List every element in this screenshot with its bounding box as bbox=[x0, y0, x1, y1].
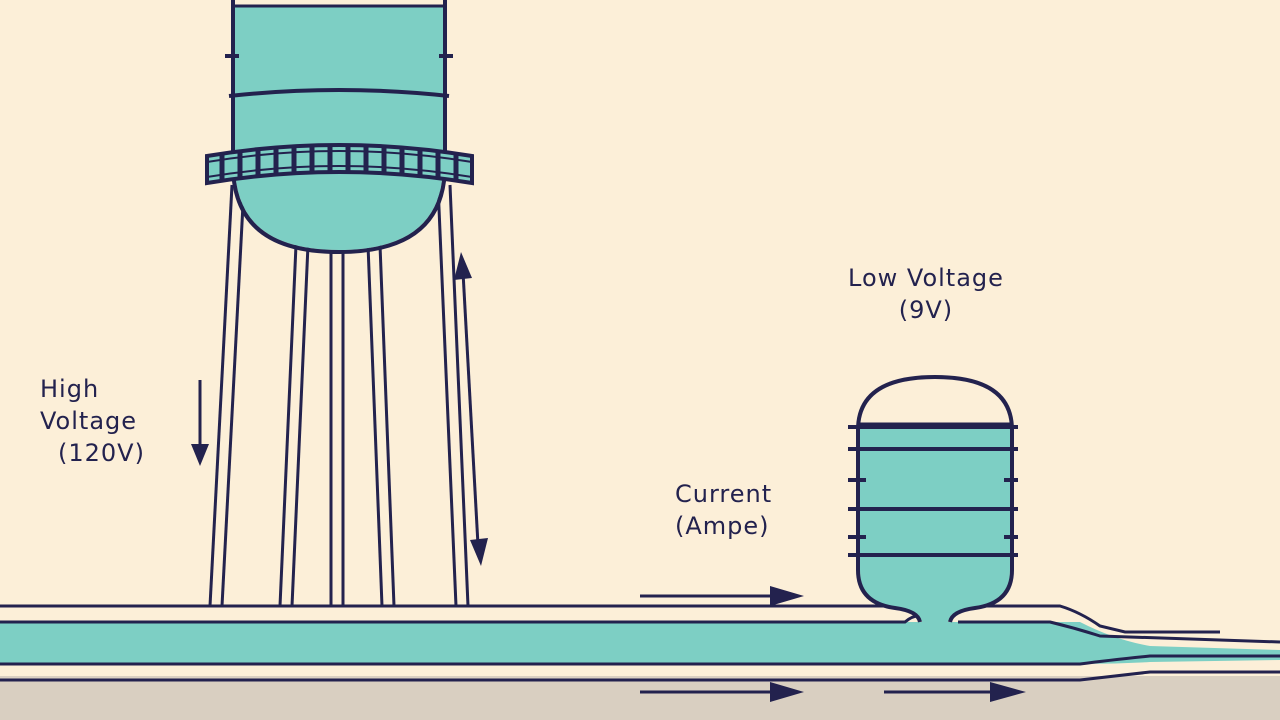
tank-bands-low bbox=[848, 425, 1018, 557]
arrow-flow-bottom-1 bbox=[640, 682, 804, 702]
low-voltage-label-line1: Low Voltage bbox=[848, 264, 1004, 292]
tank-body-low bbox=[856, 374, 1014, 623]
low-voltage-label-line2: (9V) bbox=[898, 296, 954, 324]
current-label-line2: (Ampe) bbox=[675, 512, 770, 540]
arrow-current-top bbox=[640, 586, 804, 606]
tank-water-low bbox=[860, 424, 1010, 622]
arrow-flow-bottom-2 bbox=[884, 682, 1026, 702]
tank-bands-high bbox=[225, 54, 453, 98]
tank-water-high bbox=[235, 6, 443, 250]
arrow-tower-height bbox=[454, 252, 488, 566]
tank-body-high bbox=[231, 0, 447, 255]
high-voltage-label-line3: (120V) bbox=[58, 439, 145, 467]
arrow-high-voltage-down bbox=[191, 380, 209, 466]
current-label: Current (Ampe) bbox=[675, 478, 772, 542]
ground bbox=[0, 676, 1280, 720]
tower-legs bbox=[208, 184, 470, 607]
tank-railing bbox=[205, 143, 474, 186]
pipe-water bbox=[0, 622, 1280, 664]
low-voltage-label: Low Voltage (9V) bbox=[848, 262, 1004, 326]
current-label-line1: Current bbox=[675, 480, 773, 508]
high-voltage-label-line1: High bbox=[40, 375, 100, 403]
high-voltage-label-line2: Voltage bbox=[40, 407, 138, 435]
high-voltage-label: High Voltage (120V) bbox=[40, 373, 145, 469]
